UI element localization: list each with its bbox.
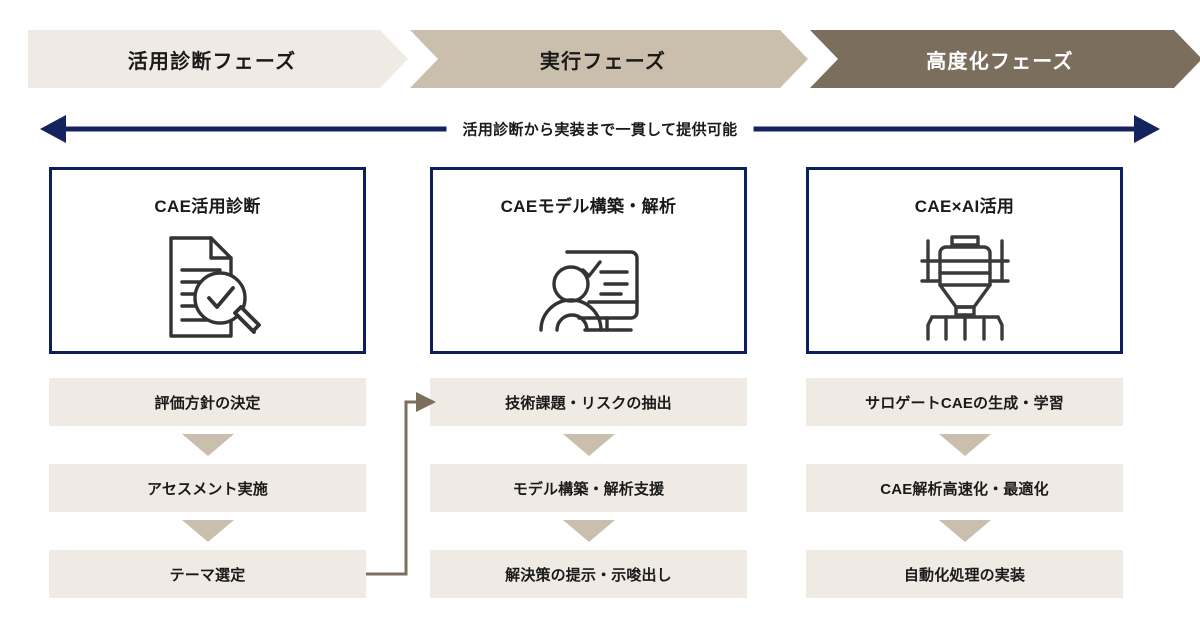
step-column-execution: 技術課題・リスクの抽出 モデル構築・解析支援 解決策の提示・示唆出し: [430, 378, 747, 598]
step-column-diagnosis: 評価方針の決定 アセスメント実施 テーマ選定: [49, 378, 366, 598]
step-arrow-down: [49, 512, 366, 550]
phase-label: 実行フェーズ: [539, 50, 667, 73]
step-box[interactable]: CAE解析高速化・最適化: [806, 464, 1123, 512]
document-magnifier-check-icon: [149, 225, 267, 351]
down-triangle-icon: [938, 434, 991, 456]
card-cae-utilization-diagnosis[interactable]: CAE活用診断: [49, 167, 366, 354]
card-title: CAE活用診断: [154, 197, 261, 216]
connector-arrow-icon: [366, 392, 436, 576]
step-label: サロゲートCAEの生成・学習: [865, 394, 1064, 412]
step-label: 解決策の提示・示唆出し: [505, 566, 672, 584]
phase-banner: 活用診断フェーズ 実行フェーズ 高度化フェーズ: [28, 30, 1200, 88]
person-monitor-check-icon: [527, 225, 651, 351]
step-box[interactable]: 自動化処理の実装: [806, 550, 1123, 598]
span-arrow: 活用診断から実装まで一貫して提供可能: [40, 108, 1160, 150]
step-box[interactable]: テーマ選定: [49, 550, 366, 598]
card-cae-x-ai-utilization[interactable]: CAE×AI活用: [806, 167, 1123, 354]
step-arrow-down: [49, 426, 366, 464]
step-arrow-down: [430, 512, 747, 550]
cross-column-connector: [360, 370, 450, 595]
step-box[interactable]: 評価方針の決定: [49, 378, 366, 426]
card-cae-model-build-analysis[interactable]: CAEモデル構築・解析: [430, 167, 747, 354]
step-label: CAE解析高速化・最適化: [880, 480, 1049, 498]
step-label: テーマ選定: [169, 566, 246, 584]
step-arrow-down: [806, 512, 1123, 550]
phase-chevron-advancement[interactable]: 高度化フェーズ: [810, 30, 1200, 88]
step-box[interactable]: サロゲートCAEの生成・学習: [806, 378, 1123, 426]
card-title: CAEモデル構築・解析: [500, 197, 677, 216]
phase-chevron-execution[interactable]: 実行フェーズ: [410, 30, 808, 88]
step-label: 技術課題・リスクの抽出: [505, 394, 672, 412]
step-label: 自動化処理の実装: [903, 566, 1026, 584]
step-box[interactable]: 技術課題・リスクの抽出: [430, 378, 747, 426]
down-triangle-icon: [562, 520, 615, 542]
step-arrow-down: [806, 426, 1123, 464]
step-box[interactable]: アセスメント実施: [49, 464, 366, 512]
phase-label: 活用診断フェーズ: [127, 50, 297, 73]
down-triangle-icon: [181, 520, 234, 542]
step-box[interactable]: 解決策の提示・示唆出し: [430, 550, 747, 598]
phase-chevron-diagnosis[interactable]: 活用診断フェーズ: [28, 30, 408, 88]
down-triangle-icon: [562, 434, 615, 456]
machine-robot-icon: [910, 225, 1020, 351]
down-triangle-icon: [938, 520, 991, 542]
step-arrow-down: [430, 426, 747, 464]
step-box[interactable]: モデル構築・解析支援: [430, 464, 747, 512]
step-label: 評価方針の決定: [154, 394, 261, 412]
phase-label: 高度化フェーズ: [926, 50, 1074, 73]
step-column-advancement: サロゲートCAEの生成・学習 CAE解析高速化・最適化 自動化処理の実装: [806, 378, 1123, 598]
card-title: CAE×AI活用: [914, 197, 1015, 216]
span-arrow-caption: 活用診断から実装まで一貫して提供可能: [446, 118, 754, 140]
step-label: アセスメント実施: [147, 480, 268, 498]
step-label: モデル構築・解析支援: [512, 480, 665, 498]
down-triangle-icon: [181, 434, 234, 456]
